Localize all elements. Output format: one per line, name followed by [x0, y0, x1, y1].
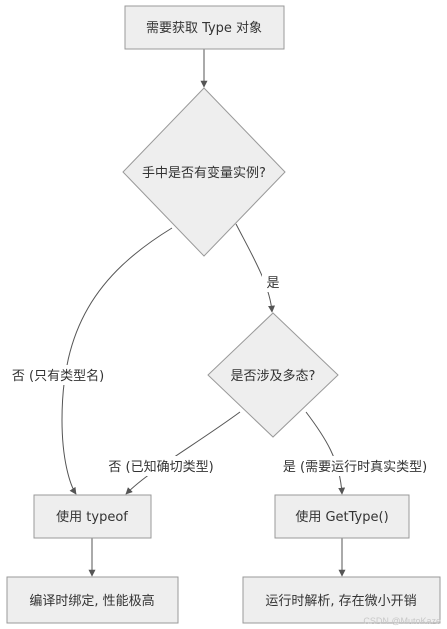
node-gettype-result: 运行时解析, 存在微小开销 — [242, 576, 441, 624]
node-gettype-result-label: 运行时解析, 存在微小开销 — [265, 594, 416, 609]
node-typeof-result-label: 编译时绑定, 性能极高 — [29, 593, 154, 609]
node-start: 需要获取 Type 对象 — [124, 5, 285, 50]
node-has-instance-label: 手中是否有变量实例? — [142, 165, 266, 181]
edge-instance-no — [61, 227, 173, 495]
node-has-instance: 手中是否有变量实例? — [122, 87, 286, 257]
node-start-label: 需要获取 Type 对象 — [146, 21, 262, 36]
edge-label-poly-yes-text: 是 (需要运行时真实类型) — [283, 460, 427, 475]
edge-poly-no — [125, 411, 241, 495]
node-polymorphism-label: 是否涉及多态? — [231, 368, 316, 384]
node-polymorphism: 是否涉及多态? — [207, 312, 339, 438]
edge-label-instance-no: 否 (只有类型名) — [8, 365, 108, 385]
edge-instance-yes — [235, 223, 276, 313]
edge-label-instance-yes-text: 是 — [266, 276, 279, 291]
node-use-typeof: 使用 typeof — [33, 494, 152, 539]
edge-label-poly-no-text: 否 (已知确切类型) — [108, 459, 213, 475]
edge-label-instance-yes: 是 — [262, 272, 284, 292]
watermark: CSDN @MutoKaze — [363, 616, 441, 626]
edge-label-poly-yes: 是 (需要运行时真实类型) — [272, 456, 438, 476]
edge-label-poly-no: 否 (已知确切类型) — [106, 456, 216, 476]
node-typeof-result: 编译时绑定, 性能极高 — [6, 576, 179, 624]
node-use-gettype-label: 使用 GetType() — [295, 509, 388, 525]
node-use-typeof-label: 使用 typeof — [56, 509, 128, 525]
edge-label-instance-no-text: 否 (只有类型名) — [12, 368, 104, 384]
node-use-gettype: 使用 GetType() — [274, 494, 410, 539]
edge-poly-yes — [305, 411, 346, 495]
